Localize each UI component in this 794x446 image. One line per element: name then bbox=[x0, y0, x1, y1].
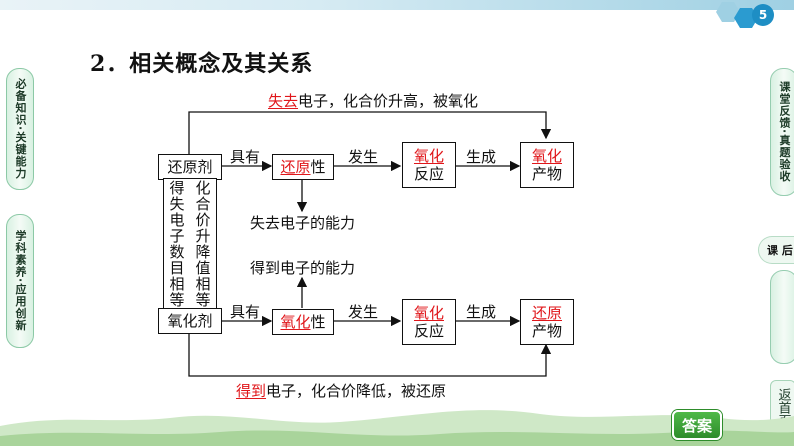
top-loop-label: 失去电子，化合价升高，被氧化 bbox=[268, 92, 479, 110]
lose-ability-label: 失去电子的能力 bbox=[250, 214, 356, 232]
oxidizer-box: 氧化剂 bbox=[158, 308, 222, 334]
back-home-label: 返首页 bbox=[775, 387, 791, 427]
nav-tab-subject-literacy[interactable]: 学科素养·应用创新 bbox=[6, 214, 34, 348]
has-label-bottom: 具有 bbox=[230, 303, 261, 321]
produce-label-top: 生成 bbox=[466, 148, 497, 166]
gain-ability-label: 得到电子的能力 bbox=[250, 259, 356, 277]
oxidation-reaction-box: 氧化反应 bbox=[402, 142, 456, 188]
answer-button[interactable]: 答案 bbox=[672, 410, 722, 440]
electron-equal-text: 得失电子数目相等 bbox=[169, 179, 185, 309]
reduction-product-box: 还原产物 bbox=[520, 299, 574, 345]
oxidizing-property-box: 氧化性 bbox=[272, 309, 334, 335]
reducer-box: 还原剂 bbox=[158, 154, 222, 180]
bottom-loop-label: 得到电子，化合价降低，被还原 bbox=[236, 382, 447, 400]
hexagon-decoration-icon bbox=[716, 2, 740, 22]
reducing-property-box: 还原性 bbox=[272, 154, 334, 180]
occur-label-bottom: 发生 bbox=[348, 303, 379, 321]
reduction-reaction-box: 氧化反应 bbox=[402, 299, 456, 345]
nav-tab-class-feedback[interactable]: 课堂反馈·真题验收 bbox=[770, 68, 794, 196]
nav-tab-blank[interactable] bbox=[770, 270, 794, 364]
top-banner bbox=[0, 0, 794, 10]
equality-column-box: 得失电子数目相等 化合价升降值相等 bbox=[163, 178, 217, 310]
nav-tab-label: 课 后 bbox=[767, 244, 793, 257]
occur-label-top: 发生 bbox=[348, 148, 379, 166]
page-number-badge: 5 bbox=[752, 4, 774, 26]
nav-tab-label: 必备知识·关键能力 bbox=[14, 78, 27, 180]
nav-tab-essential-knowledge[interactable]: 必备知识·关键能力 bbox=[6, 68, 34, 190]
page-title: 2．相关概念及其关系 bbox=[90, 51, 314, 77]
valence-equal-text: 化合价升降值相等 bbox=[195, 179, 211, 309]
produce-label-bottom: 生成 bbox=[466, 303, 497, 321]
mountain-decoration bbox=[0, 410, 794, 446]
nav-tab-label: 课堂反馈·真题验收 bbox=[778, 81, 791, 183]
has-label-top: 具有 bbox=[230, 148, 261, 166]
nav-tab-label: 学科素养·应用创新 bbox=[14, 230, 27, 332]
oxidation-product-box: 氧化产物 bbox=[520, 142, 574, 188]
nav-tab-after-class[interactable]: 课 后 bbox=[758, 236, 794, 264]
